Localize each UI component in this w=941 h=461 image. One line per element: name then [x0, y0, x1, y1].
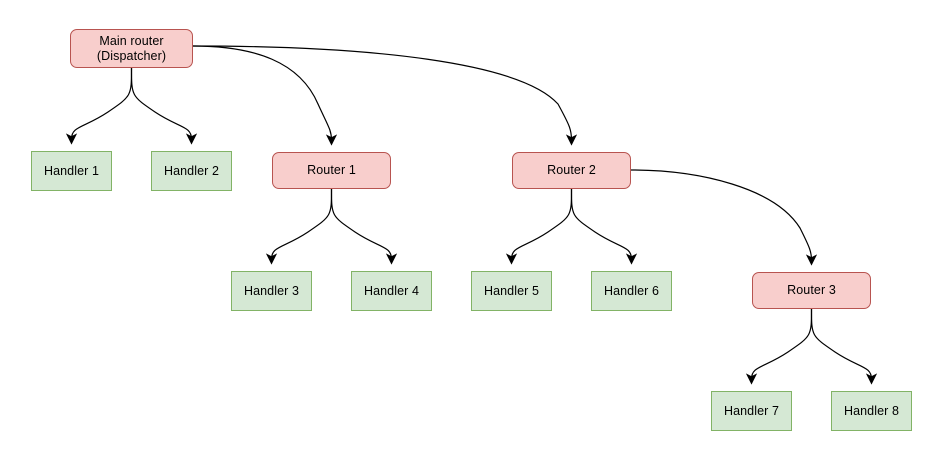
node-label-handler-5: Handler 5: [483, 283, 540, 298]
node-label-handler-8: Handler 8: [843, 403, 900, 418]
edge-router-2-to-handler-5: [505, 188, 573, 265]
node-router-2[interactable]: Router 2: [512, 152, 631, 189]
edge-router-1-to-handler-4: [330, 188, 398, 265]
node-handler-3[interactable]: Handler 3: [231, 271, 312, 311]
node-label-handler-1: Handler 1: [43, 163, 100, 178]
node-handler-6[interactable]: Handler 6: [591, 271, 672, 311]
node-label-router-2: Router 2: [547, 163, 596, 177]
node-router-3[interactable]: Router 3: [752, 272, 871, 309]
node-handler-5[interactable]: Handler 5: [471, 271, 552, 311]
node-handler-1[interactable]: Handler 1: [31, 151, 112, 191]
node-label-handler-4: Handler 4: [363, 283, 420, 298]
node-handler-8[interactable]: Handler 8: [831, 391, 912, 431]
node-label-router-3: Router 3: [787, 283, 836, 297]
edge-main-router-to-handler-2: [130, 67, 198, 145]
node-label-handler-7: Handler 7: [723, 403, 780, 418]
node-handler-7[interactable]: Handler 7: [711, 391, 792, 431]
node-handler-2[interactable]: Handler 2: [151, 151, 232, 191]
edge-router-3-to-handler-8: [810, 308, 878, 385]
node-router-1[interactable]: Router 1: [272, 152, 391, 189]
edge-router-3-to-handler-7: [745, 308, 813, 385]
node-handler-4[interactable]: Handler 4: [351, 271, 432, 311]
edge-router-2-to-router-3: [630, 169, 818, 266]
node-main-router[interactable]: Main router (Dispatcher): [70, 29, 193, 68]
node-label-handler-2: Handler 2: [163, 163, 220, 178]
edge-main-router-to-handler-1: [65, 67, 133, 145]
node-label-router-1: Router 1: [307, 163, 356, 177]
node-label-handler-3: Handler 3: [243, 283, 300, 298]
node-label-handler-6: Handler 6: [603, 283, 660, 298]
edge-main-router-to-router-2: [192, 45, 578, 146]
edge-main-router-to-router-1: [192, 45, 338, 146]
edge-router-1-to-handler-3: [265, 188, 333, 265]
edge-router-2-to-handler-6: [570, 188, 638, 265]
node-label-main-router: Main router (Dispatcher): [96, 33, 167, 63]
